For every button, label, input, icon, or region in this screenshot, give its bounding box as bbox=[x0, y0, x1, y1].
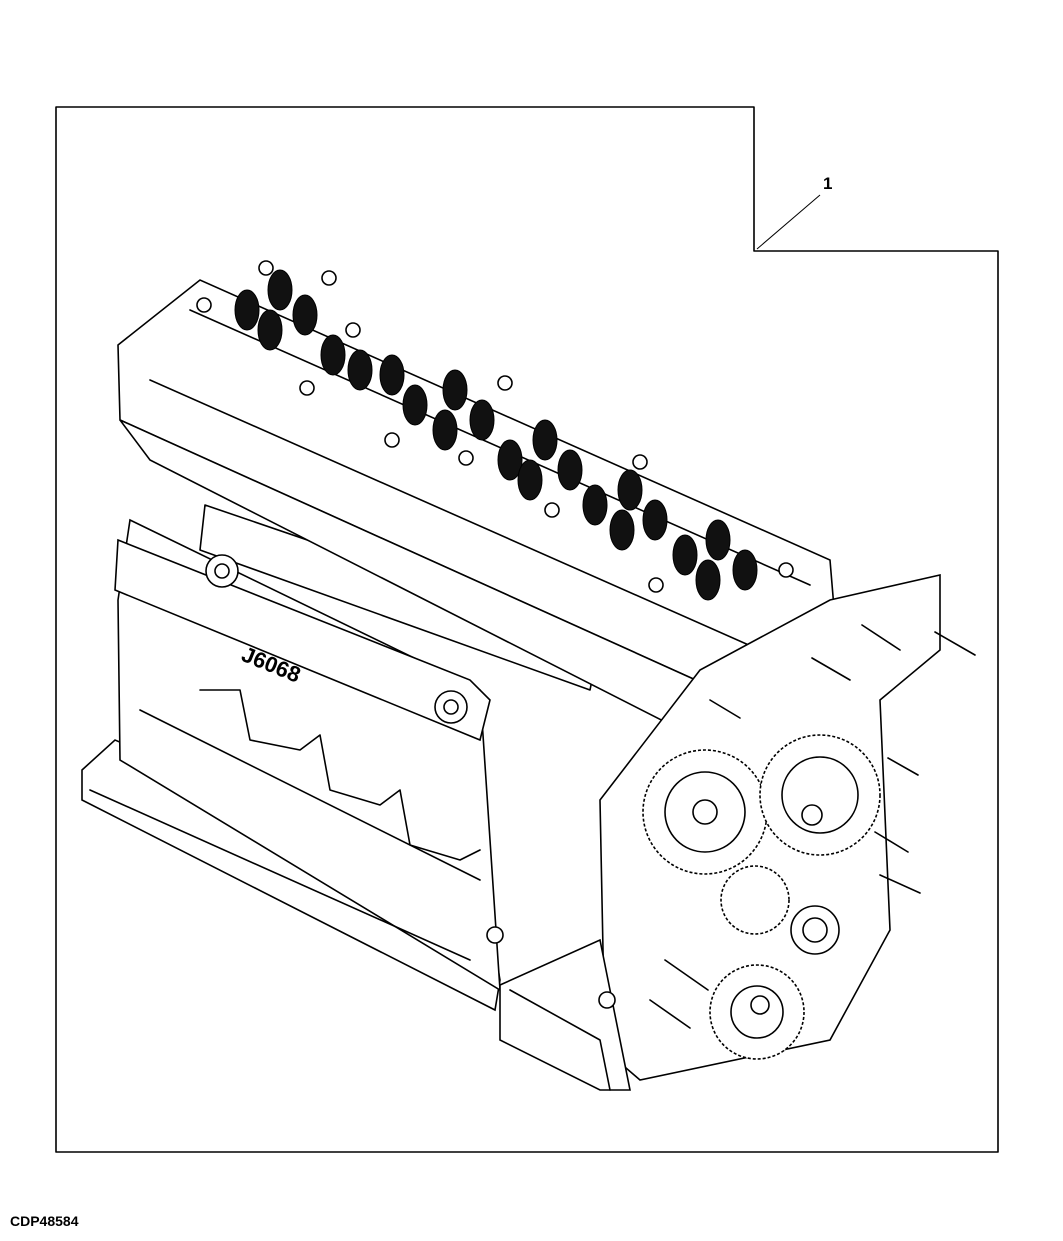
head-bolts bbox=[196, 260, 794, 593]
figure-id: CDP48584 bbox=[10, 1213, 79, 1229]
engine-block-illustration: J6068 bbox=[81, 260, 976, 1091]
front-plate-studs bbox=[649, 624, 976, 1029]
callout-leader-line bbox=[756, 194, 821, 250]
timing-gears bbox=[642, 734, 881, 1060]
callout-number: 1 bbox=[823, 174, 833, 193]
illustration-frame bbox=[55, 106, 999, 1153]
valve-springs bbox=[234, 269, 758, 601]
